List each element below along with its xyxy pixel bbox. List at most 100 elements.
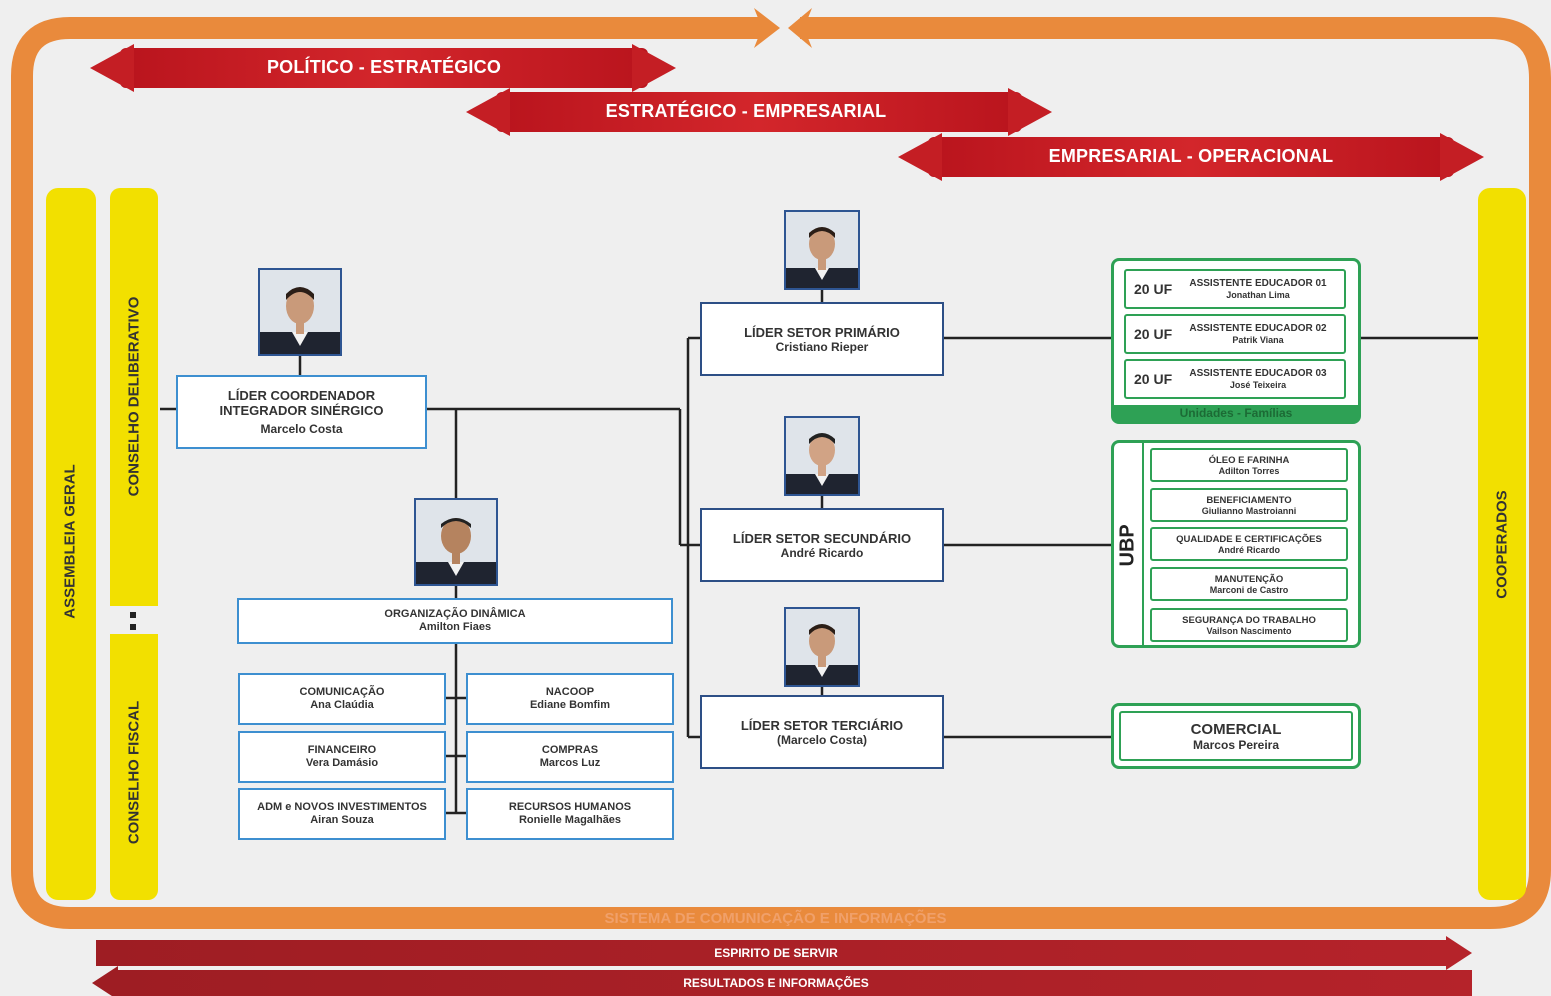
- ubp-title: MANUTENÇÃO: [1214, 573, 1284, 585]
- resultados-label: RESULTADOS E INFORMAÇÕES: [683, 976, 869, 990]
- sector-secundario-title: LÍDER SETOR SECUNDÁRIO: [732, 530, 912, 546]
- connector-lines: [160, 288, 1478, 815]
- coordinator-line1: LÍDER COORDENADOR: [227, 388, 376, 403]
- coordinator-name: Marcelo Costa: [260, 422, 343, 436]
- sector-primario-box: LÍDER SETOR PRIMÁRIO Cristiano Rieper: [700, 302, 944, 376]
- ubp-label: UBP: [1116, 524, 1139, 567]
- department-title: FINANCEIRO: [307, 744, 377, 756]
- sector-primario-name: Cristiano Rieper: [775, 339, 869, 354]
- ubp-title: ÓLEO E FARINHA: [1208, 454, 1290, 466]
- arrow-label-politico: POLÍTICO - ESTRATÉGICO: [266, 57, 502, 77]
- department-title: RECURSOS HUMANOS: [508, 801, 632, 813]
- frame-arrow-right: [754, 8, 780, 48]
- coordinator-photo: [258, 268, 342, 356]
- organizacao-title: ORGANIZAÇÃO DINÂMICA: [384, 608, 526, 620]
- sector-terciario-name: (Marcelo Costa): [776, 732, 868, 747]
- arrow-resultados-shape: [92, 966, 1472, 996]
- conselho-fiscal-bar: [110, 634, 158, 900]
- department-title: COMUNICAÇÃO: [299, 686, 385, 698]
- cooperados-label: COOPERADOS: [1493, 490, 1511, 599]
- orange-frame: [11, 17, 1551, 929]
- organizacao-name: Amilton Fiaes: [418, 621, 492, 633]
- coordinator-box: LÍDER COORDENADOR INTEGRADOR SINÉRGICO M…: [176, 375, 427, 449]
- divider-dot-1: [130, 612, 136, 618]
- ubp-title: QUALIDADE E CERTIFICAÇÕES: [1176, 533, 1322, 545]
- arrow-politico-shape: [90, 44, 676, 92]
- department-name: Airan Souza: [310, 814, 374, 826]
- department-comunicacao: COMUNICAÇÃO Ana Claúdia: [238, 673, 446, 725]
- department-rh: RECURSOS HUMANOS Ronielle Magalhães: [466, 788, 674, 840]
- ubp-name: Vailson Nascimento: [1206, 625, 1292, 636]
- divider-dot-2: [130, 624, 136, 630]
- department-name: Ediane Bomfim: [529, 699, 611, 711]
- uf-name: José Teixeira: [1229, 379, 1287, 390]
- department-adm: ADM e NOVOS INVESTIMENTOS Airan Souza: [238, 788, 446, 840]
- primario-photo: [784, 210, 860, 290]
- uf-count: 20 UF: [1134, 371, 1173, 387]
- assembleia-label: ASSEMBLEIA GERAL: [61, 464, 79, 619]
- secundario-photo: [784, 416, 860, 496]
- assembleia-bar: [46, 188, 96, 900]
- uf-group-footer: Unidades - Famílias: [1114, 405, 1358, 421]
- ubp-label-column: [1114, 443, 1144, 645]
- conselho-deliberativo-bar: [110, 188, 158, 606]
- conselho-deliberativo-label: CONSELHO DELIBERATIVO: [125, 296, 143, 497]
- department-title: NACOOP: [545, 686, 595, 698]
- uf-title: ASSISTENTE EDUCADOR 03: [1189, 367, 1327, 379]
- department-compras: COMPRAS Marcos Luz: [466, 731, 674, 783]
- arrow-espirito-shape: [96, 936, 1472, 970]
- uf-title: ASSISTENTE EDUCADOR 02: [1189, 322, 1327, 334]
- comercial-name: Marcos Pereira: [1192, 737, 1280, 752]
- uf-count: 20 UF: [1134, 326, 1173, 342]
- uf-name: Jonathan Lima: [1226, 289, 1290, 300]
- ubp-name: Giulianno Mastroianni: [1201, 505, 1297, 516]
- arrow-empresarial-shape: [898, 133, 1484, 181]
- organizacao-box: ORGANIZAÇÃO DINÂMICA Amilton Fiaes: [237, 598, 673, 644]
- sector-primario-title: LÍDER SETOR PRIMÁRIO: [744, 324, 900, 340]
- frame-arrow-left: [788, 8, 812, 48]
- arrow-label-empresarial: EMPRESARIAL - OPERACIONAL: [1048, 146, 1334, 166]
- sector-terciario-box: LÍDER SETOR TERCIÁRIO (Marcelo Costa): [700, 695, 944, 769]
- uf-title: ASSISTENTE EDUCADOR 01: [1189, 277, 1327, 289]
- cooperados-bar: [1478, 188, 1526, 900]
- ubp-name: Marconi de Castro: [1209, 584, 1289, 595]
- terciario-photo: [784, 607, 860, 687]
- coordinator-line2: INTEGRADOR SINÉRGICO: [219, 403, 384, 418]
- department-nacoop: NACOOP Ediane Bomfim: [466, 673, 674, 725]
- comercial-group: COMERCIAL Marcos Pereira: [1111, 703, 1361, 769]
- comercial-box: COMERCIAL Marcos Pereira: [1119, 711, 1353, 761]
- ubp-name: André Ricardo: [1217, 544, 1280, 555]
- sector-secundario-name: André Ricardo: [780, 545, 864, 560]
- sector-secundario-box: LÍDER SETOR SECUNDÁRIO André Ricardo: [700, 508, 944, 582]
- organizacao-photo: [414, 498, 498, 586]
- arrow-estrategico-shape: [466, 88, 1052, 136]
- sistema-label: SISTEMA DE COMUNICAÇÃO E INFORMAÇÕES: [604, 910, 947, 927]
- uf-name: Patrik Viana: [1232, 334, 1284, 345]
- uf-count: 20 UF: [1134, 281, 1173, 297]
- department-title: COMPRAS: [541, 744, 599, 756]
- department-name: Ronielle Magalhães: [518, 814, 622, 826]
- arrow-label-estrategico: ESTRATÉGICO - EMPRESARIAL: [605, 101, 887, 121]
- department-name: Vera Damásio: [305, 757, 379, 769]
- department-name: Marcos Luz: [539, 757, 601, 769]
- espirito-label: ESPIRITO DE SERVIR: [714, 946, 838, 960]
- department-name: Ana Claúdia: [310, 699, 374, 711]
- ubp-title: BENEFICIAMENTO: [1206, 494, 1292, 506]
- department-title: ADM e NOVOS INVESTIMENTOS: [257, 801, 427, 813]
- sector-terciario-title: LÍDER SETOR TERCIÁRIO: [740, 717, 904, 733]
- comercial-title: COMERCIAL: [1190, 720, 1282, 738]
- ubp-name: Adilton Torres: [1218, 465, 1280, 476]
- ubp-title: SEGURANÇA DO TRABALHO: [1182, 614, 1316, 626]
- department-financeiro: FINANCEIRO Vera Damásio: [238, 731, 446, 783]
